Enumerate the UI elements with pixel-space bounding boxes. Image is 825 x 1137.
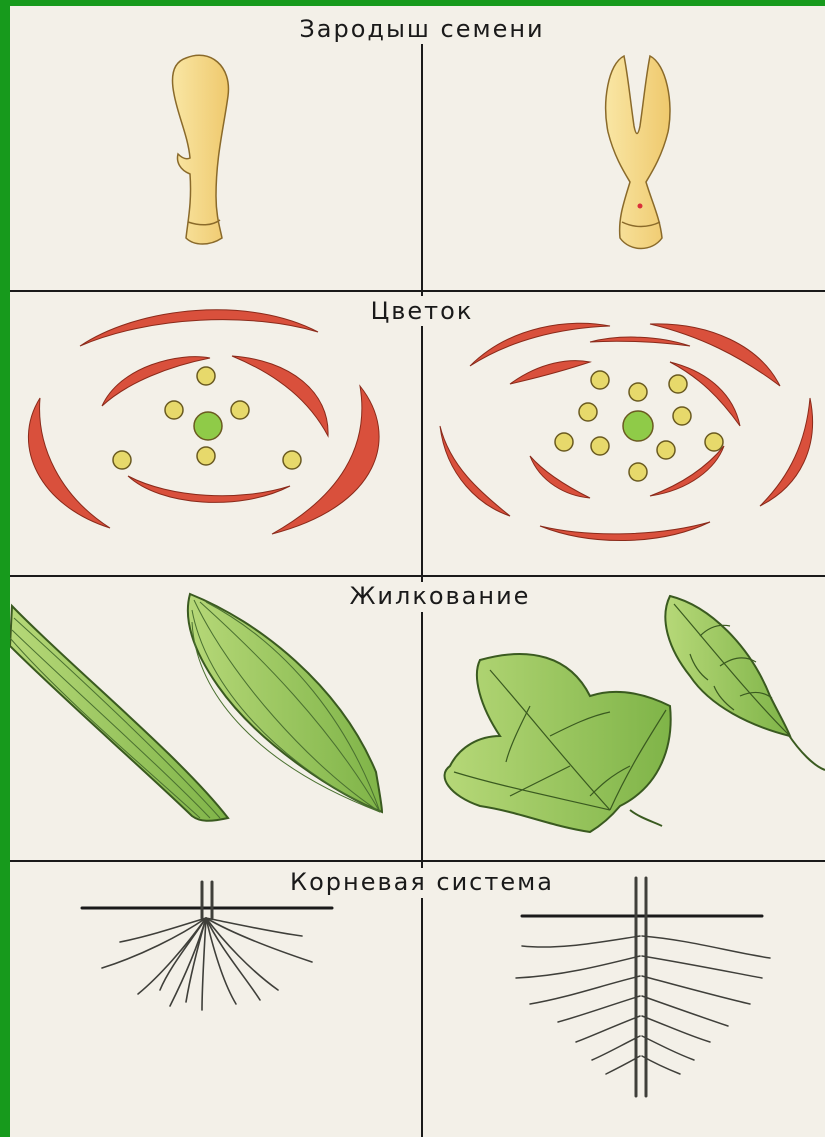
title-venation: Жилкование: [350, 582, 531, 610]
taproot-icon: [516, 878, 770, 1096]
monocot-embryo-icon: [173, 55, 229, 244]
fibrous-root-icon: [82, 882, 332, 1010]
title-flower: Цветок: [371, 297, 474, 325]
parallel-venation-leaf-icon: [10, 594, 382, 821]
comparison-diagram: Зародыш семени Цветок Жилкование Корнева…: [10, 6, 825, 1137]
title-roots: Корневая система: [290, 868, 554, 896]
pentamerous-stamens-icon: [555, 371, 723, 481]
diagram-canvas: Зародыш семени Цветок Жилкование Корнева…: [10, 6, 825, 1137]
trimerous-stamens-icon: [113, 367, 301, 469]
dicot-embryo-icon: [606, 56, 670, 249]
title-embryo: Зародыш семени: [299, 15, 544, 43]
reticulate-venation-leaf-icon: [445, 596, 825, 832]
